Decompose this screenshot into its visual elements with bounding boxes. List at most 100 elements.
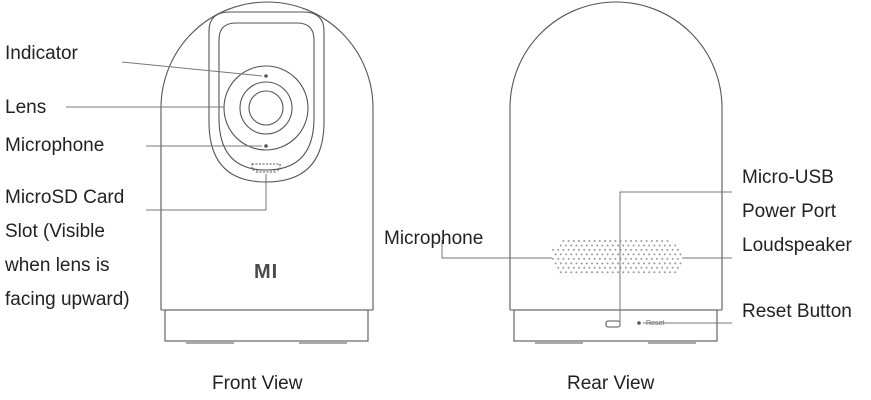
speaker-hole xyxy=(570,271,573,274)
speaker-hole xyxy=(578,257,580,260)
speaker-hole xyxy=(559,244,562,247)
speaker-hole xyxy=(669,253,671,256)
speaker-hole xyxy=(627,271,630,274)
speaker-hole xyxy=(596,271,599,274)
microsd-slot xyxy=(251,163,281,171)
speaker-hole xyxy=(565,253,567,256)
mi-logo: MI xyxy=(254,261,279,283)
speaker-hole xyxy=(562,240,565,242)
speaker-hole xyxy=(640,240,643,242)
speaker-hole xyxy=(559,262,562,265)
rear-base xyxy=(513,309,718,342)
speaker-hole xyxy=(656,240,658,242)
speaker-hole xyxy=(622,271,625,274)
speaker-hole xyxy=(653,271,656,274)
speaker-hole xyxy=(598,257,601,260)
speaker-hole xyxy=(570,244,573,247)
speaker-hole xyxy=(552,257,554,260)
speaker-hole xyxy=(609,257,612,260)
speaker-hole xyxy=(666,257,669,260)
label-lens: Lens xyxy=(5,97,47,118)
speaker-hole xyxy=(663,271,666,274)
speaker-hole xyxy=(663,253,666,256)
speaker-hole xyxy=(598,248,601,251)
speaker-hole xyxy=(588,248,591,251)
front-faceplate-inner xyxy=(218,22,315,171)
speaker-hole xyxy=(630,240,632,242)
speaker-hole xyxy=(583,266,586,269)
speaker-hole xyxy=(565,271,567,274)
speaker-hole xyxy=(643,244,645,247)
speaker-hole xyxy=(622,253,625,256)
speaker-hole xyxy=(658,244,661,247)
speaker-hole xyxy=(596,244,599,247)
speaker-hole xyxy=(580,271,583,274)
label-reset-button: Reset Button xyxy=(742,301,852,322)
speaker-hole xyxy=(674,262,677,265)
speaker-hole xyxy=(617,262,619,265)
speaker-hole xyxy=(648,244,651,247)
speaker-hole xyxy=(656,257,658,260)
speaker-hole xyxy=(632,262,635,265)
speaker-hole xyxy=(606,244,609,247)
indicator-dot xyxy=(264,74,268,78)
lens-ring-mid xyxy=(239,81,293,135)
speaker-hole xyxy=(593,248,596,251)
speaker-hole xyxy=(632,244,635,247)
speaker-hole xyxy=(601,253,604,256)
label-front-microphone: Microphone xyxy=(5,135,105,156)
speaker-hole xyxy=(624,257,627,260)
speaker-hole xyxy=(601,262,604,265)
speaker-hole xyxy=(557,266,560,269)
speaker-hole xyxy=(658,262,661,265)
speaker-hole xyxy=(583,257,586,260)
speaker-hole xyxy=(622,244,625,247)
speaker-hole xyxy=(661,248,664,251)
speaker-hole xyxy=(593,240,596,242)
speaker-hole xyxy=(588,266,591,269)
speaker-hole xyxy=(653,244,656,247)
speaker-hole xyxy=(624,248,627,251)
speaker-hole xyxy=(604,266,606,269)
speaker-hole xyxy=(565,262,567,265)
label-loudspeaker: Loudspeaker xyxy=(742,235,852,256)
speaker-hole xyxy=(591,253,593,256)
speaker-hole xyxy=(658,253,661,256)
speaker-hole xyxy=(559,253,562,256)
speaker-hole xyxy=(562,266,565,269)
speaker-hole xyxy=(609,248,612,251)
speaker-hole xyxy=(645,240,648,242)
speaker-hole xyxy=(598,240,601,242)
speaker-hole xyxy=(648,253,651,256)
speaker-hole xyxy=(643,253,645,256)
speaker-hole xyxy=(666,248,669,251)
lens-ring-outer xyxy=(223,65,309,151)
speaker-hole xyxy=(578,240,580,242)
speaker-hole xyxy=(606,271,609,274)
speaker-hole xyxy=(637,271,640,274)
front-body-outline xyxy=(160,1,374,310)
speaker-hole xyxy=(606,253,609,256)
speaker-hole xyxy=(666,266,669,269)
speaker-hole xyxy=(567,248,570,251)
rear-leader-lines xyxy=(441,191,732,325)
speaker-hole xyxy=(640,248,643,251)
speaker-hole xyxy=(635,248,638,251)
speaker-hole xyxy=(567,266,570,269)
speaker-hole xyxy=(614,248,617,251)
speaker-hole xyxy=(593,266,596,269)
speaker-hole xyxy=(663,244,666,247)
speaker-hole xyxy=(562,257,565,260)
speaker-hole xyxy=(676,257,679,260)
label-micro-usb-line1: Micro-USB xyxy=(742,167,834,188)
speaker-hole xyxy=(614,240,617,242)
rear-view-caption: Rear View xyxy=(567,373,655,394)
speaker-hole xyxy=(650,266,653,269)
speaker-hole xyxy=(575,253,578,256)
speaker-hole xyxy=(637,253,640,256)
speaker-hole xyxy=(601,244,604,247)
speaker-hole xyxy=(669,271,671,274)
speaker-hole xyxy=(635,257,638,260)
speaker-hole xyxy=(606,262,609,265)
speaker-hole xyxy=(624,240,627,242)
